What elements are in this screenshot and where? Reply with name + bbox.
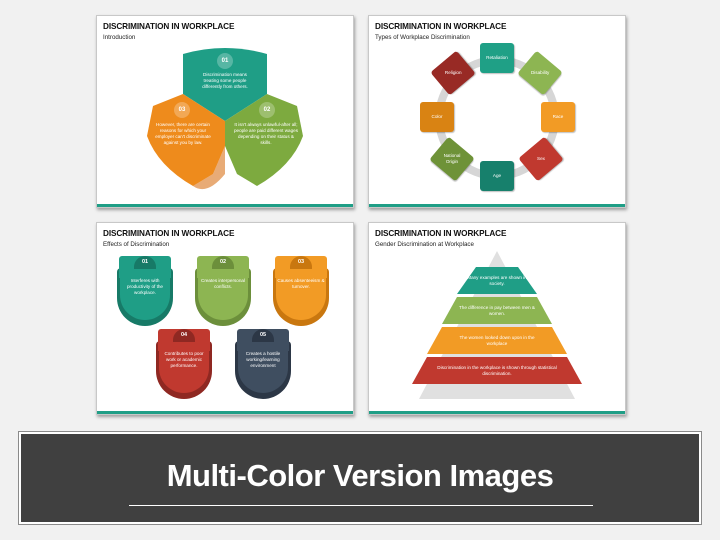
effect-card-05: 05 Creates a hostile working/learning en… — [235, 329, 291, 399]
tile-label: National Origin — [443, 153, 461, 164]
pyramid-tier-3: The women looked down upon in the workpl… — [459, 334, 535, 346]
slide-subtitle: Introduction — [103, 34, 136, 41]
effect-card-03: 03 Causes absenteeism & turnover. — [273, 256, 329, 326]
effect-text: Creates interpersonal conflicts. — [201, 278, 245, 289]
slide-introduction[interactable]: DISCRIMINATION IN WORKPLACE Introduction… — [96, 15, 354, 208]
slide-title: DISCRIMINATION IN WORKPLACE — [375, 229, 507, 238]
slide-accent-bar — [97, 204, 353, 207]
step-text-03: However, there are certain reasons for w… — [155, 122, 211, 145]
pyramid-tier-4: Discrimination in the workplace is shown… — [437, 364, 557, 376]
banner-underline — [129, 505, 593, 506]
slide-effects[interactable]: DISCRIMINATION IN WORKPLACE Effects of D… — [96, 222, 354, 415]
effect-number: 05 — [252, 329, 274, 342]
slide-title: DISCRIMINATION IN WORKPLACE — [375, 22, 507, 31]
banner-heading: Multi-Color Version Images — [166, 458, 554, 493]
effect-number: 01 — [134, 256, 156, 269]
slide-title: DISCRIMINATION IN WORKPLACE — [103, 22, 235, 31]
slide-accent-bar — [369, 411, 625, 414]
pyramid-tier-1: Many examples are shown in society. — [467, 274, 527, 286]
effect-text: Contributes to poor work or academic per… — [164, 351, 204, 368]
slide-gender-pyramid[interactable]: DISCRIMINATION IN WORKPLACE Gender Discr… — [368, 222, 626, 415]
type-tile-age: Age — [480, 161, 514, 191]
effect-card-02: 02 Creates interpersonal conflicts. — [195, 256, 251, 326]
slide-title: DISCRIMINATION IN WORKPLACE — [103, 229, 235, 238]
venn-shield-diagram — [147, 48, 303, 190]
type-tile-color: Color — [420, 102, 454, 132]
banner: Multi-Color Version Images — [18, 431, 702, 525]
step-number-03: 03 — [174, 102, 190, 118]
tile-label: Disability — [530, 69, 550, 75]
tile-label: Religion — [444, 70, 462, 76]
step-text-02: It isn't always unlawful-after all; peop… — [233, 122, 299, 145]
step-number-02: 02 — [259, 102, 275, 118]
effect-text: Causes absenteeism & turnover. — [277, 278, 325, 289]
effect-number: 03 — [290, 256, 312, 269]
slide-subtitle: Effects of Discrimination — [103, 241, 170, 248]
type-tile-retaliation: Retaliation — [480, 43, 514, 73]
effect-text: Creates a hostile working/learning envir… — [245, 351, 281, 368]
effect-text: Interferes with productivity of the work… — [126, 278, 163, 295]
slide-accent-bar — [369, 204, 625, 207]
type-tile-race: Race — [541, 102, 575, 132]
pyramid-tier-2: The difference in pay between men & wome… — [458, 304, 535, 316]
effect-card-04: 04 Contributes to poor work or academic … — [156, 329, 212, 399]
step-number-01: 01 — [217, 53, 233, 69]
slide-types[interactable]: DISCRIMINATION IN WORKPLACE Types of Wor… — [368, 15, 626, 208]
effect-number: 02 — [212, 256, 234, 269]
slide-subtitle: Gender Discrimination at Workplace — [375, 241, 474, 248]
effect-card-01: 01 Interferes with productivity of the w… — [117, 256, 173, 326]
slide-subtitle: Types of Workplace Discrimination — [375, 34, 470, 41]
step-text-01: Discrimination means treating some peopl… — [202, 72, 248, 89]
tile-label: Sex — [537, 156, 545, 162]
pyramid-shape — [412, 251, 582, 399]
effect-number: 04 — [173, 329, 195, 342]
slide-accent-bar — [97, 411, 353, 414]
